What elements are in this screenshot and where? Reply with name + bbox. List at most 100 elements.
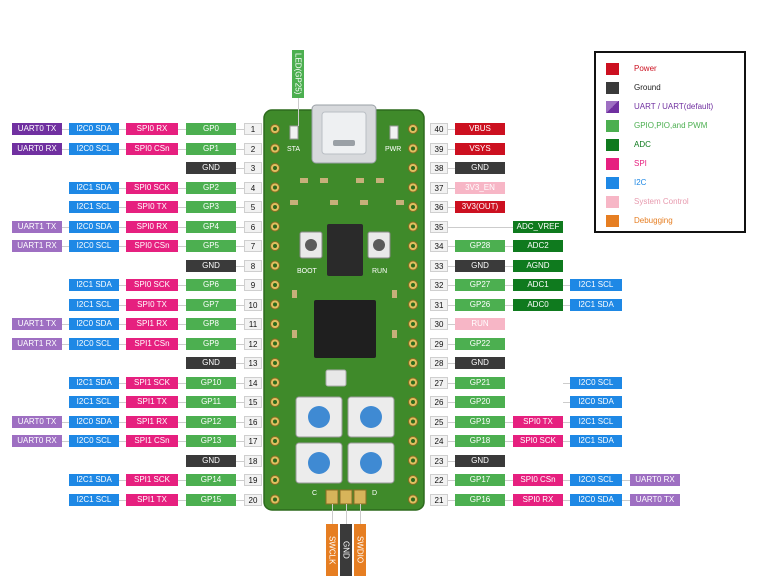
pin-label: SPI0 CSn bbox=[513, 474, 563, 486]
pin-number: 34 bbox=[430, 240, 448, 252]
connector-line bbox=[236, 441, 246, 442]
pin-label: I2C0 SDA bbox=[69, 220, 119, 233]
connector-line bbox=[563, 499, 570, 501]
pin-label: SPI1 CSn bbox=[126, 337, 178, 350]
connector-line bbox=[505, 285, 513, 286]
pin-label: UART1 TX bbox=[12, 220, 62, 233]
connector-line bbox=[119, 129, 126, 130]
pin-label: SPI1 TX bbox=[126, 396, 178, 408]
tactile-buttons bbox=[295, 396, 395, 484]
legend-swatch bbox=[606, 177, 619, 189]
pwr-silk: PWR bbox=[385, 146, 402, 153]
pin-label: SPI1 RX bbox=[126, 415, 178, 428]
connector-line bbox=[505, 304, 513, 306]
connector-line bbox=[505, 246, 513, 247]
pin-label: SPI1 SCK bbox=[126, 376, 178, 389]
pin-label: I2C0 SCL bbox=[570, 474, 622, 486]
legend-swatch bbox=[606, 139, 619, 151]
flash-chip bbox=[327, 224, 363, 276]
connector-line bbox=[622, 480, 630, 481]
pin-label: VSYS bbox=[455, 142, 505, 155]
pin-label: GP21 bbox=[455, 376, 505, 389]
pin-label: GND bbox=[186, 454, 236, 467]
pin-label: GP1 bbox=[186, 142, 236, 155]
legend-label: System Control bbox=[634, 197, 689, 206]
connector-line bbox=[119, 382, 126, 384]
pin-label: GND bbox=[455, 259, 505, 272]
pin-label: SPI0 RX bbox=[513, 493, 563, 506]
legend-swatch bbox=[606, 196, 619, 208]
legend-label: I2C bbox=[634, 178, 647, 187]
connector-line bbox=[119, 148, 126, 150]
legend-swatch bbox=[606, 82, 619, 94]
pin-number: 24 bbox=[430, 435, 448, 447]
connector-line bbox=[178, 402, 186, 403]
pin-label: GND bbox=[455, 357, 505, 369]
pin-number: 20 bbox=[244, 493, 262, 506]
pin-label: SPI0 CSn bbox=[126, 142, 178, 155]
connector-line bbox=[236, 246, 246, 247]
debug-pin-label: SWCLK bbox=[326, 524, 338, 576]
connector-line bbox=[448, 226, 513, 228]
connector-line bbox=[563, 285, 570, 286]
pin-number: 21 bbox=[430, 493, 448, 506]
pin-label: SPI1 CSn bbox=[126, 435, 178, 447]
connector-line bbox=[62, 226, 69, 228]
pin-number: 23 bbox=[430, 454, 448, 467]
connector-line bbox=[178, 285, 186, 286]
pin-label: ADC1 bbox=[513, 279, 563, 291]
pin-label: ADC_VREF bbox=[513, 220, 563, 233]
connector-line bbox=[236, 402, 246, 403]
connector-line bbox=[119, 246, 126, 247]
connector-line bbox=[178, 324, 186, 325]
connector-line bbox=[236, 207, 246, 208]
connector-line bbox=[119, 499, 126, 501]
connector-line bbox=[119, 304, 126, 306]
connector-line bbox=[236, 324, 246, 325]
connector-line bbox=[236, 304, 246, 306]
connector-line bbox=[119, 285, 126, 286]
pin-label: ADC2 bbox=[513, 240, 563, 252]
pin-number: 38 bbox=[430, 162, 448, 174]
pin-number: 3 bbox=[244, 162, 262, 174]
pin-label: I2C0 SDA bbox=[69, 123, 119, 135]
connector-line bbox=[178, 304, 186, 306]
pin-label: 3V3(OUT) bbox=[455, 201, 505, 213]
connector-line bbox=[236, 343, 246, 345]
pin-label: GP8 bbox=[186, 318, 236, 330]
pin-number: 40 bbox=[430, 123, 448, 135]
pin-label: I2C1 SCL bbox=[69, 396, 119, 408]
connector-line bbox=[119, 441, 126, 442]
pin-number: 11 bbox=[244, 318, 262, 330]
pin-label: I2C1 SCL bbox=[570, 279, 622, 291]
pin-label: GND bbox=[455, 454, 505, 467]
connector-line bbox=[505, 421, 513, 423]
pin-label: GP26 bbox=[455, 298, 505, 311]
pin-label: I2C1 SCL bbox=[69, 201, 119, 213]
pin-label: I2C0 SCL bbox=[69, 240, 119, 252]
pin-label: UART0 TX bbox=[12, 123, 62, 135]
pin-label: I2C1 SCL bbox=[69, 493, 119, 506]
pin-label: GND bbox=[186, 357, 236, 369]
connector-line bbox=[178, 499, 186, 501]
pin-label: GP14 bbox=[186, 474, 236, 486]
pin-label: GP0 bbox=[186, 123, 236, 135]
right-pads bbox=[408, 124, 418, 505]
connector-line bbox=[236, 148, 246, 150]
pin-number: 8 bbox=[244, 259, 262, 272]
pin-label: GP27 bbox=[455, 279, 505, 291]
pin-label: SPI1 RX bbox=[126, 318, 178, 330]
connector-line bbox=[178, 129, 186, 130]
pin-number: 37 bbox=[430, 181, 448, 194]
connector-line bbox=[236, 168, 246, 169]
pin-label: SPI0 TX bbox=[126, 298, 178, 311]
pin-number: 30 bbox=[430, 318, 448, 330]
connector-line bbox=[119, 480, 126, 481]
connector-line bbox=[178, 226, 186, 228]
connector-line bbox=[236, 460, 246, 462]
pin-label: GP13 bbox=[186, 435, 236, 447]
pin-number: 9 bbox=[244, 279, 262, 291]
left-pads bbox=[270, 124, 280, 505]
legend-swatch bbox=[606, 120, 619, 132]
pin-label: GP17 bbox=[455, 474, 505, 486]
